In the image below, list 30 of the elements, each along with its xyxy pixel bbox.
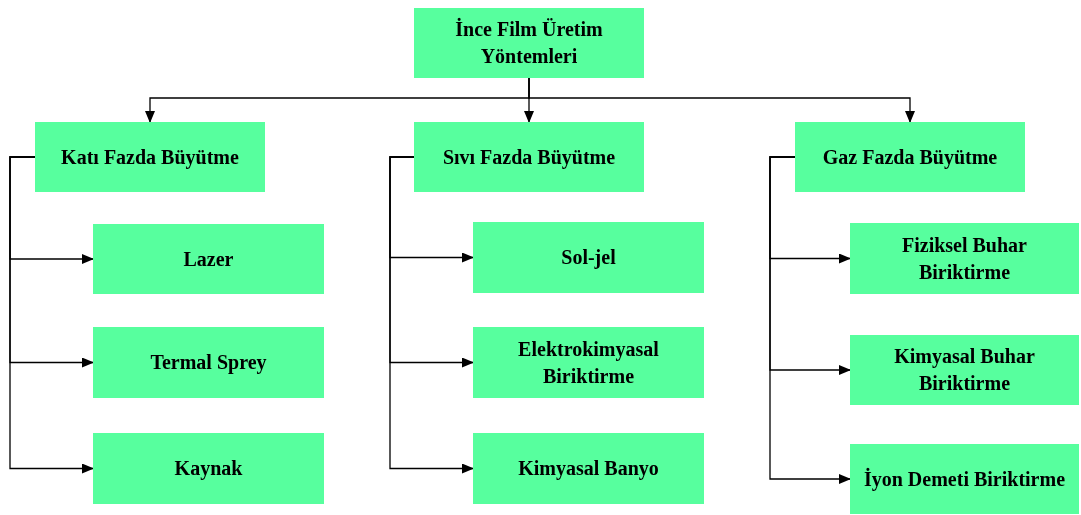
box-label: Kaynak	[174, 456, 243, 482]
method-box	[473, 327, 704, 398]
method-box	[473, 222, 704, 293]
box-label: Fiziksel Buhar Biriktirme	[901, 232, 1028, 285]
method-box	[473, 433, 704, 504]
method-box	[35, 122, 265, 192]
box-label: Sol-jel	[561, 245, 616, 271]
box-label: Kimyasal Buhar Biriktirme	[893, 344, 1036, 396]
connector-arrow	[9, 156, 94, 474]
connector-arrow	[769, 156, 851, 484]
box-label: Lazer	[183, 246, 234, 272]
method-box	[93, 224, 324, 294]
method-box	[850, 223, 1079, 294]
box-label: Kimyasal Banyo	[518, 456, 659, 482]
method-box	[93, 433, 324, 504]
method-box	[795, 122, 1025, 192]
box-label: Gaz Fazda Büyütme	[822, 144, 998, 171]
method-box	[850, 444, 1079, 514]
box-label: Katı Fazda Büyütme	[61, 144, 239, 171]
method-box	[414, 122, 644, 192]
box-label: İnce Film Üretim Yöntemleri	[454, 17, 604, 69]
connector-arrow	[528, 77, 915, 123]
method-box	[850, 335, 1079, 405]
box-label: İyon Demeti Biriktirme	[863, 466, 1066, 493]
method-box	[414, 8, 644, 78]
box-label: Sıvı Fazda Büyütme	[442, 144, 616, 171]
box-label: Termal Sprey	[150, 350, 267, 376]
method-box	[93, 327, 324, 398]
connector-arrow	[389, 156, 474, 474]
box-label: Elektrokimyasal Biriktirme	[517, 336, 660, 389]
